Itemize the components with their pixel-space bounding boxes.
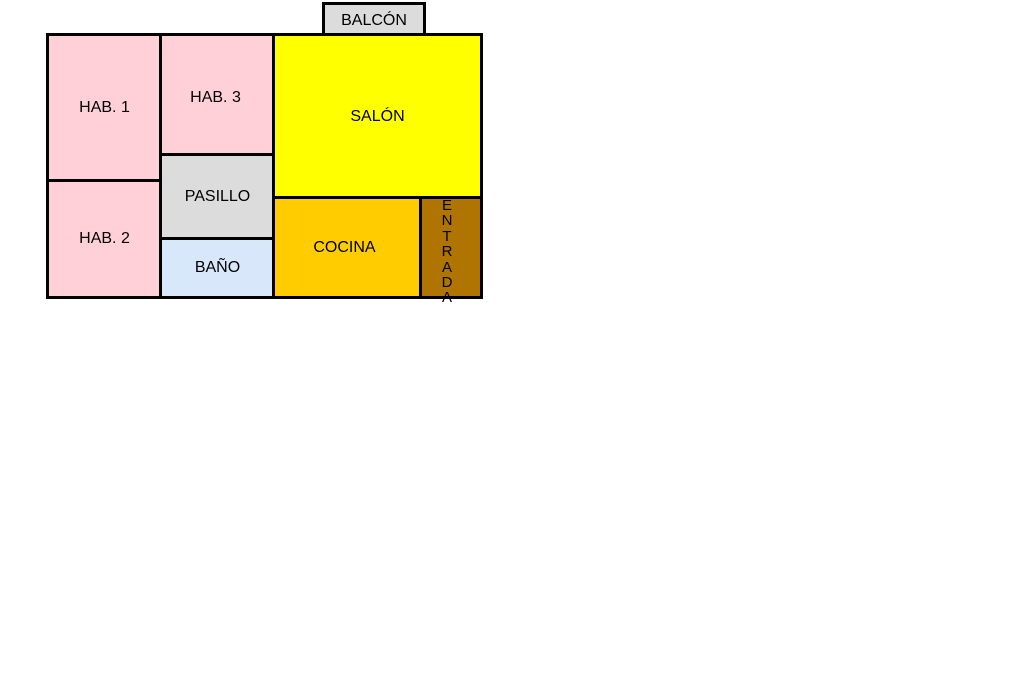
room-label-cocina: COCINA — [313, 238, 376, 256]
room-label-bano: BAÑO — [194, 259, 241, 276]
room-hab-1: HAB. 1 — [46, 33, 163, 183]
entrada-letter: N — [441, 212, 453, 230]
room-label-hab-3: HAB. 3 — [190, 89, 241, 106]
room-hab-3: HAB. 3 — [159, 33, 276, 157]
room-bano: BAÑO — [159, 237, 276, 299]
entrada-letter: T — [442, 227, 452, 245]
room-label-entrada: E N T R A D A — [414, 198, 480, 306]
room-label-pasillo: PASILLO — [184, 188, 251, 205]
room-entrada: E N T R A D A — [419, 196, 483, 306]
room-hab-2: HAB. 2 — [46, 179, 163, 299]
room-label-hab-2: HAB. 2 — [79, 230, 130, 247]
entrada-letter: R — [441, 243, 453, 261]
room-salon: SALÓN — [272, 33, 483, 200]
room-cocina: COCINA — [272, 196, 423, 299]
room-pasillo: PASILLO — [159, 153, 276, 241]
room-balcon: BALCÓN — [322, 2, 426, 36]
room-label-salon: SALÓN — [350, 107, 405, 125]
entrada-letter: A — [441, 289, 452, 307]
room-label-hab-1: HAB. 1 — [79, 99, 130, 116]
entrada-letter: D — [441, 274, 453, 292]
room-label-balcon: BALCÓN — [341, 11, 407, 29]
entrada-letter: E — [441, 197, 452, 214]
entrada-letter: A — [441, 258, 452, 276]
